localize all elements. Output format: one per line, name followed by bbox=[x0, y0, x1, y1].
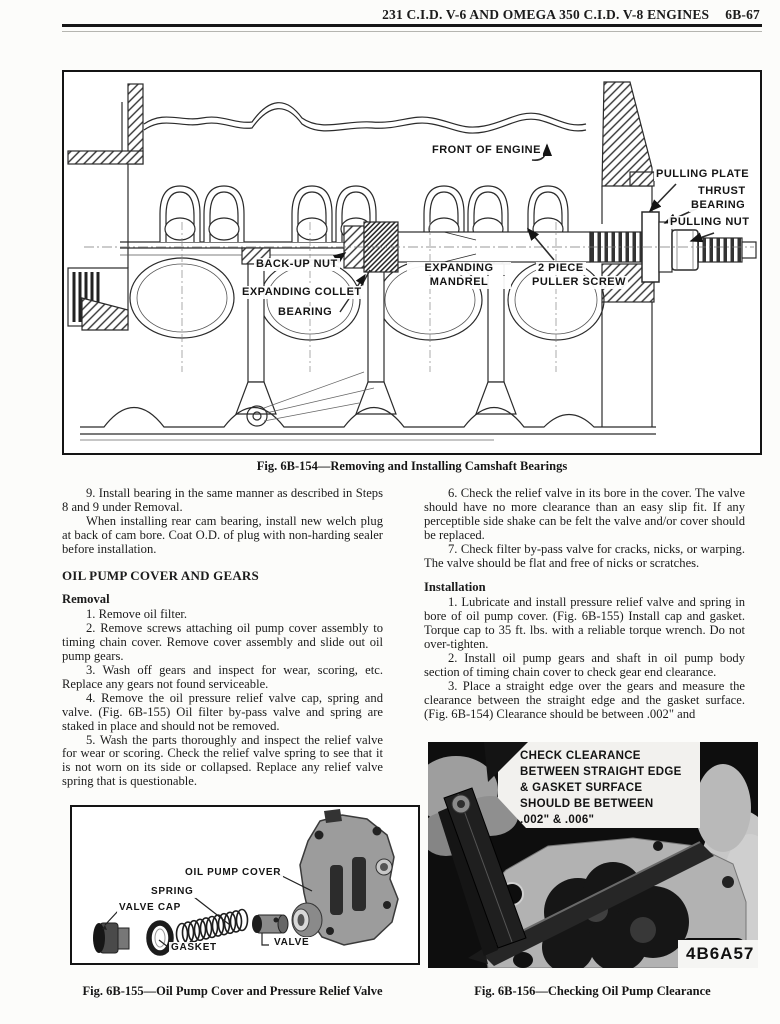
figure-154: FRONT OF ENGINE PULLING PLATE THRUST BEA… bbox=[62, 70, 762, 455]
step: 1. Remove oil filter. bbox=[86, 607, 188, 622]
paragraph: 9. Install bearing in the same manner as… bbox=[62, 486, 383, 514]
label-backup-nut: BACK-UP NUT bbox=[254, 258, 340, 271]
label-expanding-mandrel-2: MANDREL bbox=[407, 276, 511, 289]
figure-155: OIL PUMP COVER SPRING VALVE CAP GASKET V… bbox=[70, 805, 420, 965]
label-oil-pump-cover: OIL PUMP COVER bbox=[183, 867, 284, 879]
photo-note-line: & GASKET SURFACE bbox=[520, 782, 643, 794]
label-valve: VALVE bbox=[272, 937, 312, 949]
photo-note-line: SHOULD BE BETWEEN bbox=[520, 798, 654, 810]
label-thrust: THRUST bbox=[696, 185, 748, 198]
photo-note-line: CHECK CLEARANCE bbox=[520, 750, 641, 762]
subsection-removal: Removal bbox=[62, 592, 110, 607]
label-valve-cap: VALVE CAP bbox=[117, 902, 184, 914]
figure-155-caption: Fig. 6B-155—Oil Pump Cover and Pressure … bbox=[82, 984, 383, 998]
photo-note-line: BETWEEN STRAIGHT EDGE bbox=[520, 766, 682, 778]
figure-154-caption: Fig. 6B-154—Removing and Installing Cams… bbox=[256, 459, 568, 473]
label-thrust-bearing: BEARING bbox=[689, 199, 748, 212]
step: 3. Wash off gears and inspect for wear, … bbox=[62, 662, 383, 691]
step: 4. Remove the oil pressure relief valve … bbox=[62, 690, 383, 733]
paragraph: When installing rear cam bearing, instal… bbox=[62, 513, 383, 556]
step: 2. Remove screws attaching oil pump cove… bbox=[62, 621, 383, 664]
right-column: 6. Check the relief valve in its bore in… bbox=[424, 486, 745, 722]
front-of-engine-arrow-icon bbox=[531, 143, 553, 162]
figure-156-photo: CHECK CLEARANCE BETWEEN STRAIGHT EDGE & … bbox=[428, 742, 758, 968]
section-heading: OIL PUMP COVER AND GEARS bbox=[62, 567, 259, 583]
step: 7. Check filter by-pass valve for cracks… bbox=[424, 541, 745, 570]
label-pulling-plate: PULLING PLATE bbox=[654, 168, 752, 181]
left-column: 9. Install bearing in the same manner as… bbox=[62, 486, 383, 789]
label-gasket: GASKET bbox=[169, 942, 219, 954]
label-expanding-mandrel-1: EXPANDING bbox=[407, 262, 511, 275]
label-2-piece: 2 PIECE bbox=[536, 262, 586, 275]
step: 1. Lubricate and install pressure relief… bbox=[424, 595, 745, 652]
label-expanding-collet: EXPANDING COLLET bbox=[240, 286, 364, 299]
page-number: 6B-67 bbox=[725, 7, 760, 22]
step: 5. Wash the parts thoroughly and inspect… bbox=[62, 732, 383, 789]
figure-156-caption: Fig. 6B-156—Checking Oil Pump Clearance bbox=[474, 984, 711, 998]
label-front-of-engine: FRONT OF ENGINE bbox=[430, 144, 543, 157]
header-rule bbox=[62, 24, 762, 27]
label-puller-screw: PULLER SCREW bbox=[530, 276, 628, 289]
step: 6. Check the relief valve in its bore in… bbox=[424, 486, 745, 542]
step: 2. Install oil pump gears and shaft in o… bbox=[424, 650, 745, 679]
oil-pump-cover-exploded-art bbox=[93, 809, 399, 956]
header-title: 231 C.I.D. V-6 AND OMEGA 350 C.I.D. V-8 … bbox=[382, 7, 710, 22]
camshaft-bearing-diagram-art bbox=[67, 81, 757, 441]
oil-pump-clearance-photo-art bbox=[428, 742, 758, 968]
label-bearing: BEARING bbox=[276, 306, 335, 319]
page-header: 231 C.I.D. V-6 AND OMEGA 350 C.I.D. V-8 … bbox=[62, 7, 760, 23]
subsection-installation: Installation bbox=[424, 580, 486, 595]
photo-code: 4B6A57 bbox=[686, 944, 755, 963]
photo-note-line: .002" & .006" bbox=[520, 814, 595, 826]
header-rule-thin bbox=[62, 31, 762, 32]
label-spring: SPRING bbox=[149, 886, 196, 898]
label-pulling-nut: PULLING NUT bbox=[668, 216, 752, 229]
step: 3. Place a straight edge over the gears … bbox=[424, 678, 745, 721]
